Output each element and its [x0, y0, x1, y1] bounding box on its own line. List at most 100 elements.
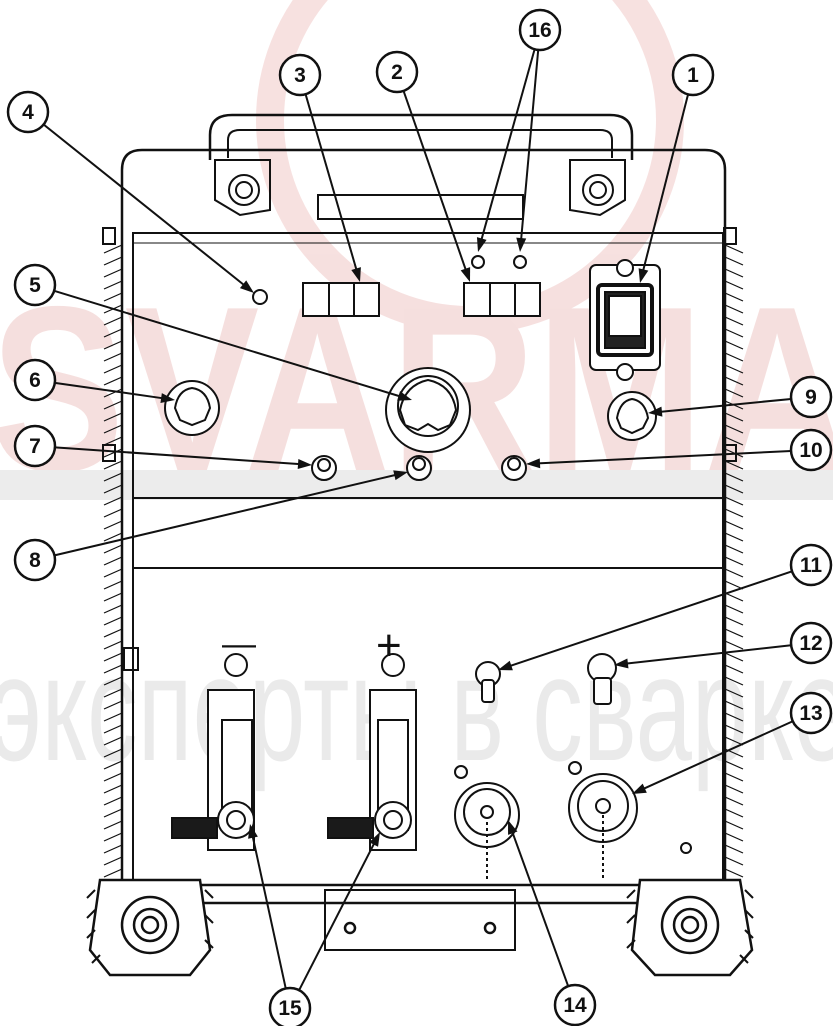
arrowhead-10 [526, 458, 541, 469]
knob-left [164, 380, 220, 436]
arrowhead-14 [508, 820, 518, 835]
leader-line-16 [480, 48, 536, 241]
callout-16: 16 [518, 8, 562, 52]
leader-line-11 [509, 570, 793, 668]
leader-line-13 [642, 720, 794, 790]
main-knob [385, 367, 471, 453]
arrowheads [160, 237, 663, 847]
arrowhead-8 [393, 470, 408, 481]
foot-right [626, 878, 754, 977]
foot-left [86, 878, 214, 977]
leader-line-4 [42, 123, 246, 287]
callout-number: 14 [563, 994, 587, 1017]
arrowhead-15 [248, 824, 258, 839]
leader-line-14 [511, 830, 570, 987]
leader-line-15 [251, 835, 287, 989]
callout-3: 3 [278, 53, 322, 97]
callout-4: 4 [6, 90, 50, 134]
handle-mount-left [214, 159, 271, 217]
arrowhead-13 [632, 783, 647, 794]
arrowhead-6 [160, 393, 175, 403]
leader-line-3 [304, 93, 358, 271]
polarity-negative-label: — [222, 625, 256, 663]
callout-number: 3 [294, 64, 306, 87]
leader-line-6 [54, 381, 164, 400]
callout-number: 2 [391, 61, 403, 84]
leader-line-1 [641, 94, 690, 272]
leader-line-7 [54, 446, 301, 466]
leader-line-16 [520, 49, 540, 241]
callout-1: 1 [671, 53, 715, 97]
callout-7: 7 [13, 424, 57, 468]
callout-number: 16 [528, 19, 551, 42]
label-slot [317, 194, 524, 220]
arrowhead-15 [369, 832, 380, 847]
machine-base [86, 878, 754, 977]
callout-11: 11 [789, 543, 833, 587]
callout-8: 8 [13, 538, 57, 582]
callout-10: 10 [789, 428, 833, 472]
carry-handle [208, 113, 634, 160]
callout-number: 11 [800, 554, 823, 577]
callout-number: 1 [687, 64, 699, 87]
callout-number: 7 [29, 435, 41, 458]
leader-lines [42, 48, 794, 991]
leader-line-12 [625, 644, 792, 665]
leader-line-5 [53, 289, 401, 398]
side-bolt [123, 647, 139, 671]
arrowhead-2 [460, 267, 471, 282]
leader-line-9 [659, 397, 792, 413]
arrowhead-1 [638, 268, 649, 283]
components: — + [164, 255, 692, 880]
handle-mount-right [569, 159, 626, 217]
callout-number: 13 [799, 702, 822, 725]
side-bolt [723, 227, 737, 245]
callout-number: 6 [29, 369, 41, 392]
cooling-fins-right [724, 244, 744, 878]
callout-number: 5 [29, 274, 41, 297]
arrowhead-12 [614, 658, 629, 669]
callout-14: 14 [553, 983, 597, 1026]
callout-number: 10 [799, 439, 822, 462]
side-bolt [102, 227, 116, 245]
arrowhead-9 [648, 406, 663, 417]
side-bolt [102, 444, 116, 462]
callout-number: 15 [278, 997, 302, 1020]
power-switch [589, 259, 661, 381]
leader-line-2 [402, 90, 468, 271]
callout-number: 4 [22, 101, 34, 124]
arrowhead-5 [397, 391, 412, 401]
output-terminal-positive [327, 653, 417, 851]
arrowhead-4 [239, 280, 254, 293]
callout-number: 8 [29, 549, 41, 572]
callout-5: 5 [13, 263, 57, 307]
control-socket-14 [454, 765, 520, 880]
watermark-logo-ring [256, 0, 684, 334]
callout-2: 2 [375, 50, 419, 94]
display-right [463, 282, 541, 317]
leader-line-15 [298, 842, 376, 991]
indicator-led-16a [471, 255, 485, 269]
polarity-positive-label: + [376, 621, 402, 670]
toggle-knob-8 [406, 455, 432, 481]
callout-6: 6 [13, 358, 57, 402]
leader-line-10 [537, 449, 792, 465]
indicator-led [252, 289, 268, 305]
arrowhead-16 [476, 237, 487, 252]
carry-handle-inner [227, 129, 613, 158]
knob-right [607, 391, 657, 441]
callout-13: 13 [789, 691, 833, 735]
arrowhead-11 [498, 660, 513, 671]
toggle-knob-10 [501, 455, 527, 481]
callout-9: 9 [789, 375, 833, 419]
callout-number: 9 [805, 386, 817, 409]
callout-12: 12 [789, 621, 833, 665]
arrowhead-3 [351, 267, 361, 282]
display-left [302, 282, 380, 317]
leader-line-8 [54, 473, 397, 557]
rear-bracket [324, 889, 516, 951]
arrowhead-7 [297, 459, 312, 470]
indicator-led-16b [513, 255, 527, 269]
